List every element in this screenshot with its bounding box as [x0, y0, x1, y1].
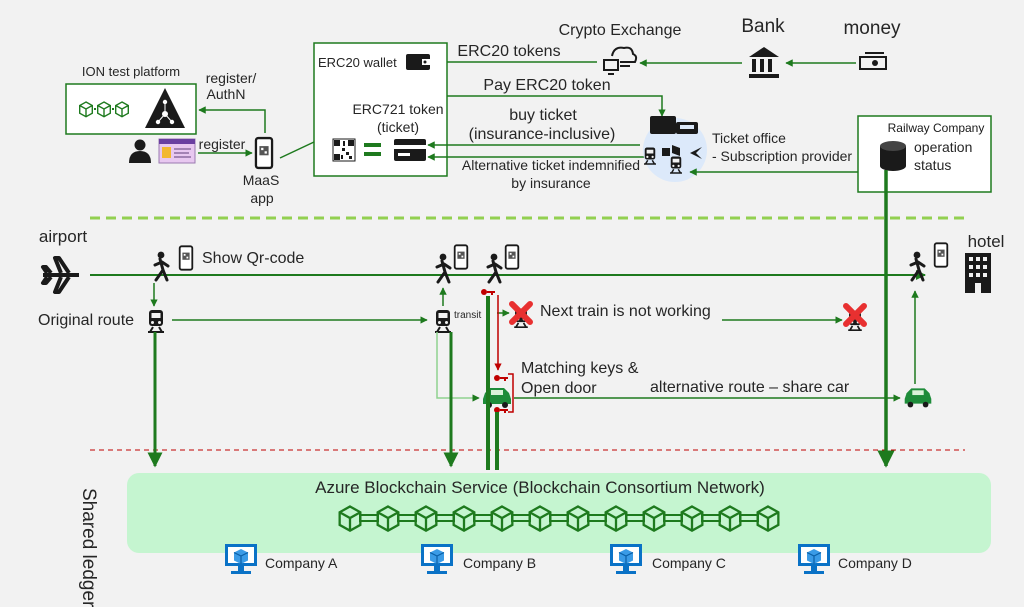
azure-blockchain-title: Azure Blockchain Service (Blockchain Con… — [315, 478, 765, 497]
maas-app-label-2: app — [250, 190, 274, 206]
alt-ticket-label-2: by insurance — [511, 175, 591, 191]
company-a-node: Company A — [224, 543, 338, 575]
buy-ticket-label-2: (insurance-inclusive) — [469, 126, 616, 143]
cloud-exchange-icon — [603, 46, 638, 75]
airplane-icon — [41, 256, 79, 294]
operation-status-label-1: operation — [914, 139, 972, 155]
erc20-wallet-label: ERC20 wallet — [318, 55, 397, 70]
alt-ticket-label-1: Alternative ticket indemnified — [462, 157, 640, 173]
id-card-icon — [158, 138, 196, 164]
company-a-label: Company A — [265, 555, 338, 571]
traveler-transit-icon — [435, 244, 469, 284]
network-triangle-icon — [145, 88, 185, 128]
wallet-icon — [406, 54, 431, 70]
company-c-label: Company C — [652, 555, 726, 571]
transit-to-car-arrow — [436, 332, 480, 402]
ticket-card-icon — [394, 139, 426, 161]
ticket-office-hub-icon — [643, 116, 707, 182]
equals-icon — [364, 143, 381, 156]
share-car-destination-icon — [904, 388, 932, 408]
ion-platform-label: ION test platform — [82, 64, 180, 79]
hotel-label: hotel — [968, 232, 1005, 251]
railway-company-title: Railway Company — [888, 121, 985, 135]
erc20-tokens-label: ERC20 tokens — [457, 43, 560, 60]
train-cancelled-end-icon — [846, 306, 864, 332]
maas-app-phone-icon[interactable] — [254, 136, 274, 170]
transit-label: transit — [454, 310, 481, 321]
buy-ticket-label-1: buy ticket — [509, 107, 577, 124]
company-b-node: Company B — [420, 543, 536, 575]
pay-erc20-label: Pay ERC20 token — [483, 77, 610, 94]
company-d-label: Company D — [838, 555, 912, 571]
user-icon — [129, 139, 151, 163]
key-bracket — [508, 373, 514, 413]
shared-ledger-label: Shared ledger — [78, 488, 99, 607]
register-authn-label-2: AuthN — [207, 86, 246, 102]
original-route-label: Original route — [38, 312, 134, 329]
monitor-icon — [609, 543, 643, 575]
register-authn-label-1: register/ — [206, 70, 257, 86]
ticket-office-label-2: - Subscription provider — [712, 148, 852, 164]
show-qr-label: Show Qr-code — [202, 250, 304, 267]
railway-company-box: Railway Company operation status — [857, 115, 992, 193]
key-icon-top — [480, 288, 496, 296]
truck-icon — [650, 116, 676, 134]
alternative-route-label: alternative route – share car — [650, 379, 850, 396]
ion-platform-box — [65, 83, 197, 135]
train-icon-transit — [434, 309, 452, 333]
database-icon — [880, 141, 906, 171]
bank-label: Bank — [741, 16, 785, 37]
operation-status-label-2: status — [914, 157, 951, 173]
airport-label: airport — [39, 227, 87, 246]
next-train-label: Next train is not working — [540, 303, 711, 320]
app-to-wallet-connector — [279, 141, 315, 159]
crypto-exchange-label: Crypto Exchange — [559, 22, 682, 39]
bank-icon — [749, 47, 779, 78]
company-c-node: Company C — [609, 543, 726, 575]
traveler-keys-icon — [486, 244, 520, 284]
qr-code-icon — [332, 138, 356, 162]
blockchain-chain — [338, 505, 780, 532]
key-icon-mid — [493, 374, 509, 382]
hotel-building-icon — [965, 253, 991, 293]
maas-app-label-1: MaaS — [243, 172, 280, 188]
train-icon-origin — [147, 309, 165, 333]
monitor-icon — [420, 543, 454, 575]
train-cancelled-icon — [512, 304, 530, 329]
money-label: money — [843, 18, 901, 39]
app-to-ion-arrow — [198, 106, 266, 133]
money-icon — [859, 52, 887, 70]
ticket-office-label-1: Ticket office — [712, 130, 786, 146]
monitor-icon — [797, 543, 831, 575]
azure-blockchain-panel — [127, 473, 991, 553]
architecture-diagram: money Bank Crypto Exchange ERC20 tokens … — [38, 16, 1005, 575]
monitor-icon — [224, 543, 258, 575]
traveler-hotel-icon — [909, 242, 949, 282]
matching-keys-label-2: Open door — [521, 380, 597, 397]
company-d-node: Company D — [797, 543, 912, 575]
register-label: register — [199, 136, 246, 152]
erc721-label-1: ERC721 token — [352, 101, 443, 117]
company-b-label: Company B — [463, 555, 536, 571]
matching-keys-label-1: Matching keys & — [521, 360, 639, 377]
wallet-panel: ERC20 wallet ERC721 token (ticket) — [313, 42, 448, 177]
erc721-label-2: (ticket) — [377, 119, 419, 135]
